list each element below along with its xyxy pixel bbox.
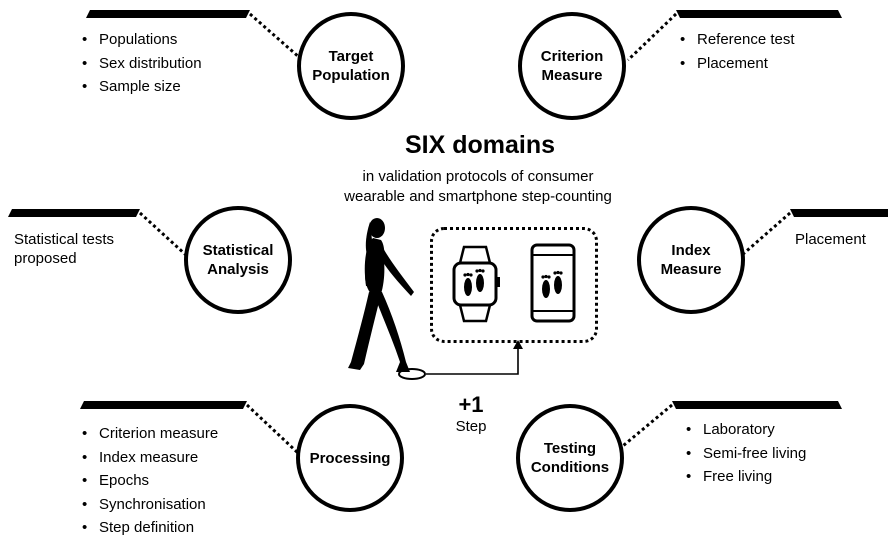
devices-box: [430, 227, 598, 343]
statistical-analysis-note: Statistical tests proposed: [14, 231, 115, 267]
header-bar-testing-conditions: [672, 401, 842, 409]
processing-list: Criterion measure Index measure Epochs S…: [82, 422, 218, 540]
step-count: +1: [458, 392, 484, 417]
list-item: Index measure: [82, 446, 218, 470]
list-item: Epochs: [82, 469, 218, 493]
criterion-measure-list: Reference test Placement: [680, 28, 795, 75]
dotted-connector-target-population: [249, 12, 301, 60]
domain-circle-processing: Processing: [296, 404, 404, 512]
header-bar-processing: [80, 401, 247, 409]
list-item: Step definition: [82, 516, 218, 540]
dotted-connector-index-measure: [741, 211, 791, 257]
smartwatch-footprints-icon: [452, 245, 500, 323]
walking-woman-icon: [348, 218, 414, 372]
target-population-list: Populations Sex distribution Sample size: [82, 28, 202, 99]
dotted-connector-criterion-measure: [626, 12, 678, 62]
list-item: Placement: [680, 52, 795, 76]
list-item: Populations: [82, 28, 202, 52]
header-bar-statistical-analysis: [8, 209, 140, 217]
diagram-subtitle: in validation protocols of consumer wear…: [344, 168, 612, 205]
list-item: Reference test: [680, 28, 795, 52]
list-item: Synchronisation: [82, 493, 218, 517]
list-item: Free living: [686, 465, 806, 489]
list-item: Sex distribution: [82, 52, 202, 76]
header-bar-index-measure: [790, 209, 888, 217]
dotted-connector-processing: [245, 403, 300, 455]
arrow-head: [513, 340, 523, 349]
diagram-title: SIX domains: [404, 131, 556, 159]
list-item: Laboratory: [686, 418, 806, 442]
list-item: Sample size: [82, 75, 202, 99]
header-bar-criterion-measure: [676, 10, 842, 18]
list-item: Criterion measure: [82, 422, 218, 446]
dotted-connector-statistical-analysis: [138, 211, 188, 257]
step-sensor-icon: [398, 368, 426, 380]
signal-arrow: [426, 346, 519, 375]
smartphone-footprints-icon: [530, 243, 576, 323]
header-bar-target-population: [86, 10, 250, 18]
testing-conditions-list: Laboratory Semi-free living Free living: [686, 418, 806, 489]
step-label: Step: [455, 418, 487, 435]
list-item: Semi-free living: [686, 442, 806, 466]
dotted-connector-testing-conditions: [617, 403, 673, 452]
index-measure-note: Placement: [795, 231, 866, 248]
